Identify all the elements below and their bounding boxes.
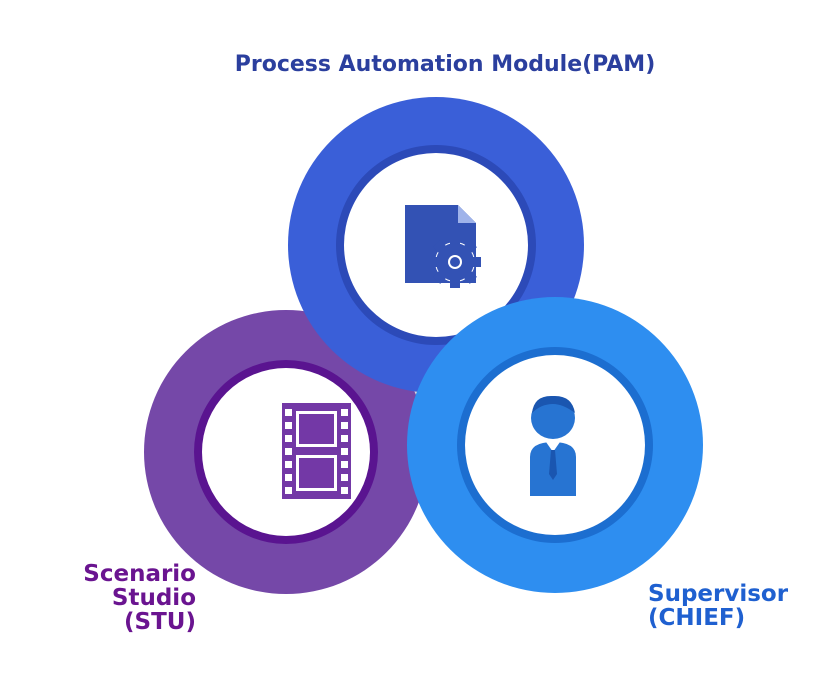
stu-label-line3: (STU) (124, 609, 196, 635)
stu-label-line1: Scenario (83, 561, 196, 587)
document-gear-icon (405, 205, 481, 288)
chief-label: Supervisor (CHIEF) (648, 582, 788, 630)
stu-label: Scenario Studio (STU) (70, 562, 196, 634)
stu-label-line2: Studio (111, 585, 196, 611)
chief-label-line2: (CHIEF) (648, 605, 746, 631)
pam-title: Process Automation Module(PAM) (234, 52, 656, 77)
chief-label-line1: Supervisor (648, 581, 789, 607)
person-tie-icon (530, 395, 576, 496)
film-strip-icon (282, 403, 351, 499)
